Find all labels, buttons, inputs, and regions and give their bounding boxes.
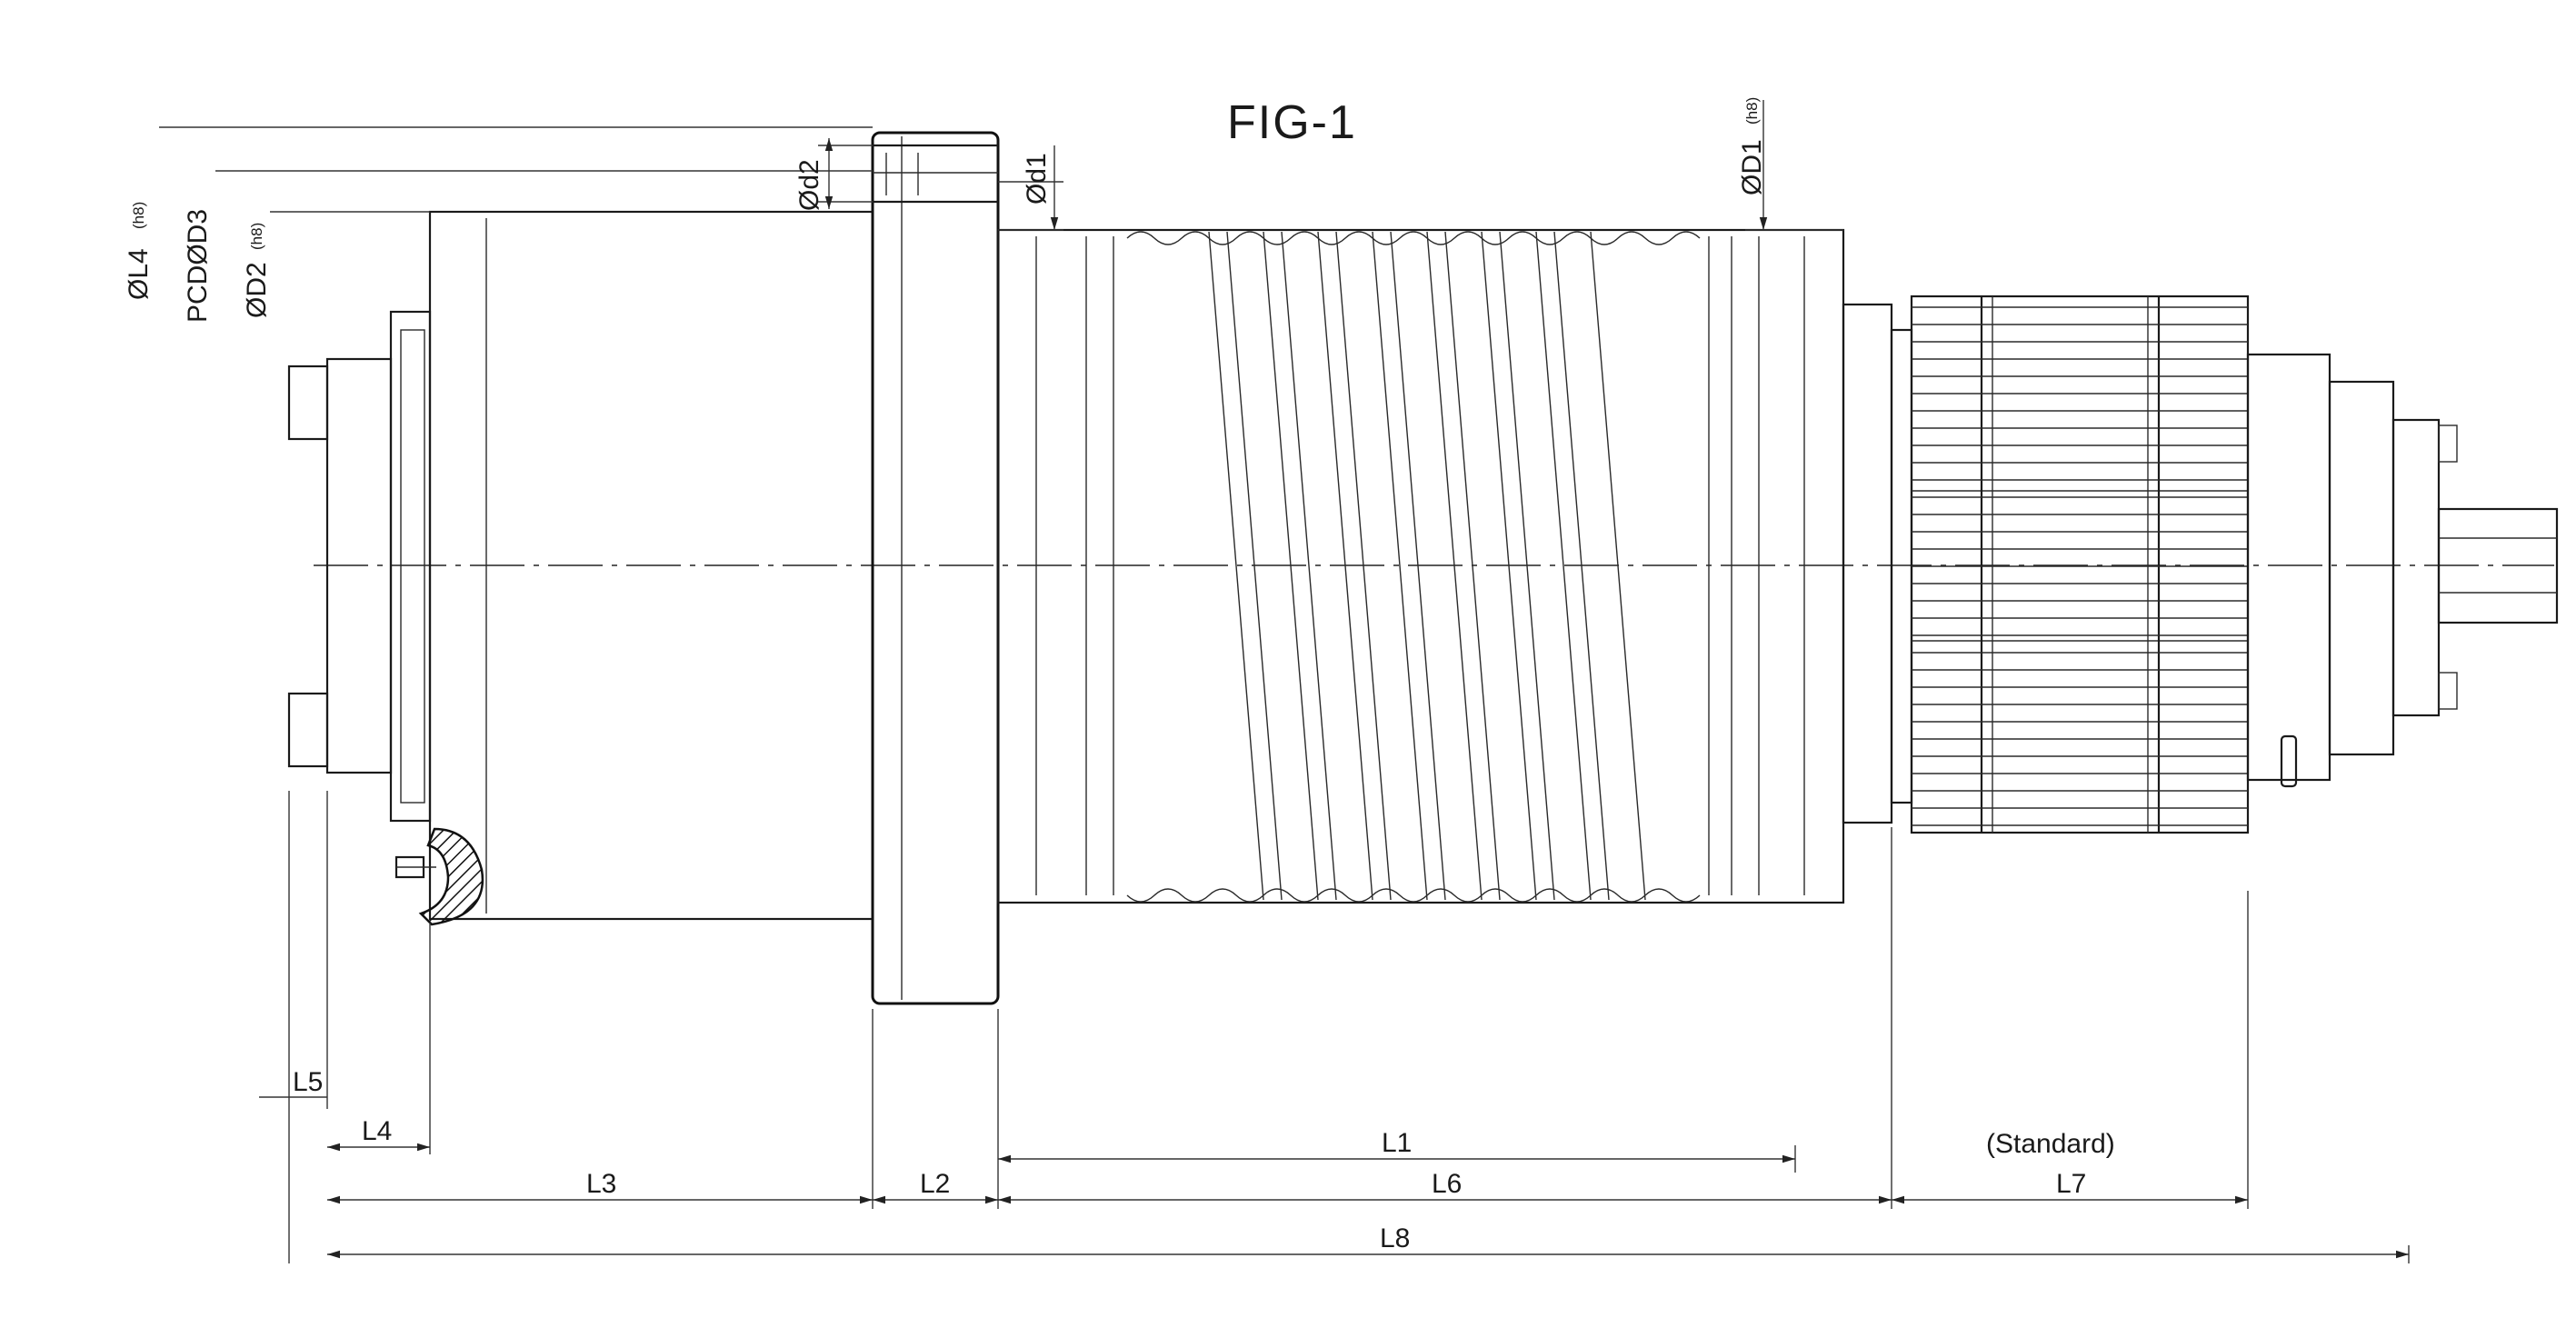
helix-lines xyxy=(1208,231,1646,901)
label-D1-tolerance: (h8) xyxy=(1743,97,1761,125)
gear-teeth xyxy=(1912,306,2248,826)
label-D2-diameter: ØD2 xyxy=(242,262,272,318)
label-D2-tolerance: (h8) xyxy=(248,223,265,250)
hatched-section xyxy=(418,827,484,926)
label-L3: L3 xyxy=(586,1169,616,1199)
label-L5: L5 xyxy=(293,1067,323,1097)
label-pcd-d3: PCDØD3 xyxy=(183,209,213,323)
output-shaft xyxy=(2246,353,2559,788)
diameter-leaders xyxy=(159,100,1843,231)
dimension-lines xyxy=(259,1096,2409,1259)
label-D1-diameter: ØD1 xyxy=(1737,139,1767,195)
extension-lines xyxy=(288,791,2410,1263)
label-L4-tolerance: (h8) xyxy=(130,202,147,229)
figure-title: FIG-1 xyxy=(1227,96,1357,149)
label-d2: Ød2 xyxy=(794,159,824,211)
label-L6: L6 xyxy=(1432,1169,1462,1199)
label-standard: (Standard) xyxy=(1986,1129,2115,1159)
label-L4: L4 xyxy=(362,1116,392,1146)
screw-housing xyxy=(996,228,1845,904)
label-L4-diameter: ØL4 xyxy=(124,248,154,300)
label-L1: L1 xyxy=(1382,1128,1412,1158)
label-L2: L2 xyxy=(920,1169,950,1199)
label-d1: Ød1 xyxy=(1022,153,1052,205)
label-L8: L8 xyxy=(1380,1223,1410,1253)
label-L7: L7 xyxy=(2056,1169,2086,1199)
flange xyxy=(871,131,1000,1005)
motor-body xyxy=(287,210,874,926)
